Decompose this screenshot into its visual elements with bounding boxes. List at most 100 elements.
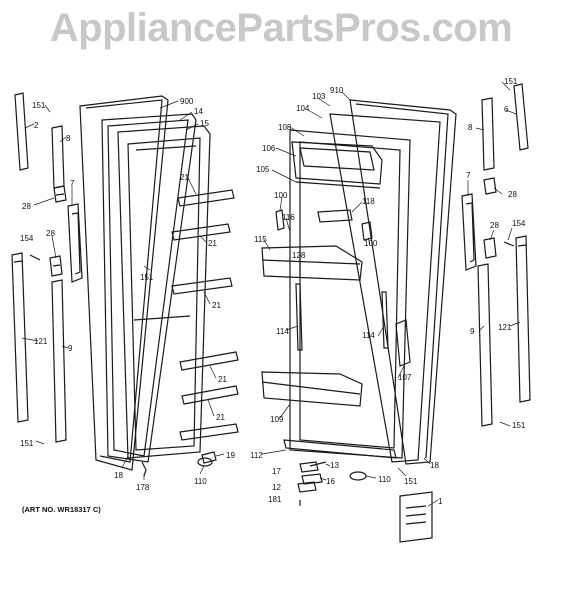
callout: 109 <box>270 415 284 424</box>
callout: 19 <box>226 451 235 460</box>
callout: 110 <box>194 477 207 486</box>
door-gasket-right <box>329 113 441 463</box>
callout: 110 <box>378 475 391 484</box>
callout: 21 <box>208 239 217 248</box>
hinge-part-12 <box>297 481 317 493</box>
leader-116 <box>285 217 291 233</box>
handle-cap-left-lower <box>51 279 67 443</box>
door-shelf-5 <box>181 385 239 405</box>
callout: 14 <box>194 107 203 116</box>
door-bin-115 <box>261 245 363 281</box>
leader-151-tl <box>44 104 51 113</box>
watermark: AppliancePartsPros.com <box>49 6 513 50</box>
leader-8-l <box>59 136 67 143</box>
leader-19 <box>215 453 225 457</box>
leader-9-l <box>61 345 69 349</box>
callout: 2 <box>34 121 39 130</box>
handle-bracket-right-top <box>483 177 497 195</box>
leader-28-r2 <box>489 229 495 241</box>
leader-6 <box>505 109 517 115</box>
leader-105 <box>271 169 297 183</box>
leader-151-br <box>397 467 407 477</box>
leader-110-r <box>365 475 377 479</box>
handle-cap-left <box>51 125 65 189</box>
leader-115 <box>263 239 271 251</box>
leader-114b <box>377 325 385 337</box>
bin-clip-100 <box>275 209 285 231</box>
leader-900 <box>159 100 179 109</box>
callout: 114 <box>362 331 375 340</box>
hinge-part-13 <box>309 461 327 467</box>
callout: 114 <box>276 327 289 336</box>
door-liner-left <box>117 125 211 459</box>
leader-107 <box>397 365 405 379</box>
handle-trim-left-bottom <box>11 252 29 423</box>
callout-labels: 151 2 8 7 28 28 154 121 9 151 900 14 15 … <box>20 77 526 506</box>
liner-rib-2 <box>133 315 191 321</box>
hinge-part-17 <box>299 461 319 473</box>
screw-154-right <box>503 241 515 247</box>
leader-100b <box>367 237 371 245</box>
handle-trim-right-bottom <box>515 235 531 403</box>
callout: 151 <box>20 439 34 448</box>
callout: 28 <box>46 229 55 238</box>
leader-13 <box>325 463 331 467</box>
hinge-cover-left <box>201 451 217 464</box>
leader-151-m <box>143 265 151 271</box>
leader-121-l <box>21 337 39 342</box>
callout: 7 <box>466 171 471 180</box>
callout: 28 <box>490 221 499 230</box>
callout: 108 <box>278 123 292 132</box>
leader-118 <box>351 201 363 213</box>
freezer-door-outer <box>79 95 169 471</box>
callout: 151 <box>140 273 154 282</box>
callout: 21 <box>212 301 221 310</box>
callout: 154 <box>512 219 526 228</box>
callout: 21 <box>180 173 189 182</box>
leader-18-l <box>121 455 129 469</box>
callout: 116 <box>282 213 295 222</box>
handle-cap-right-lower <box>477 263 493 427</box>
callout: 115 <box>254 235 267 244</box>
dairy-bin-108 <box>299 147 375 171</box>
callout: 103 <box>312 92 326 101</box>
callout: 6 <box>504 105 509 114</box>
leader-15 <box>185 123 199 131</box>
callout: 9 <box>68 344 73 353</box>
door-gasket-left <box>101 113 197 463</box>
door-handle-right <box>461 193 477 271</box>
callout: 178 <box>136 483 150 492</box>
leader-21a <box>187 177 197 195</box>
handle-trim-right-top <box>513 83 529 151</box>
leader-28-l2 <box>51 235 57 259</box>
callout: 121 <box>498 323 512 332</box>
callout: 106 <box>262 144 276 153</box>
door-shelf-6 <box>179 423 239 441</box>
leader-109 <box>279 403 291 419</box>
leader-2 <box>24 123 35 129</box>
leader-18-r <box>423 457 431 465</box>
side-rail-114-right <box>381 291 389 349</box>
leader-8-r <box>475 127 485 131</box>
leader-21b <box>199 235 207 243</box>
callout: 100 <box>274 191 288 200</box>
side-rail-114-left <box>295 283 303 351</box>
door-gasket-inner-left <box>107 119 189 457</box>
dairy-door-106 <box>291 141 383 185</box>
callout: 112 <box>250 451 263 460</box>
leader-28-r <box>493 187 503 195</box>
hinge-pin-178 <box>141 461 147 477</box>
dairy-shelf-105 <box>295 181 381 189</box>
callout: 121 <box>34 337 48 346</box>
art-number: (ART NO. WR18317 C) <box>22 505 101 514</box>
owners-manual <box>399 491 433 543</box>
hinge-part-16 <box>301 473 323 485</box>
callout: 12 <box>272 483 281 492</box>
door-liner-inner-left <box>127 137 201 451</box>
leader-151-brr <box>499 421 511 427</box>
hinge-cap-110-right <box>349 471 367 481</box>
door-shelf-3 <box>171 277 233 295</box>
callout: 181 <box>268 495 282 504</box>
